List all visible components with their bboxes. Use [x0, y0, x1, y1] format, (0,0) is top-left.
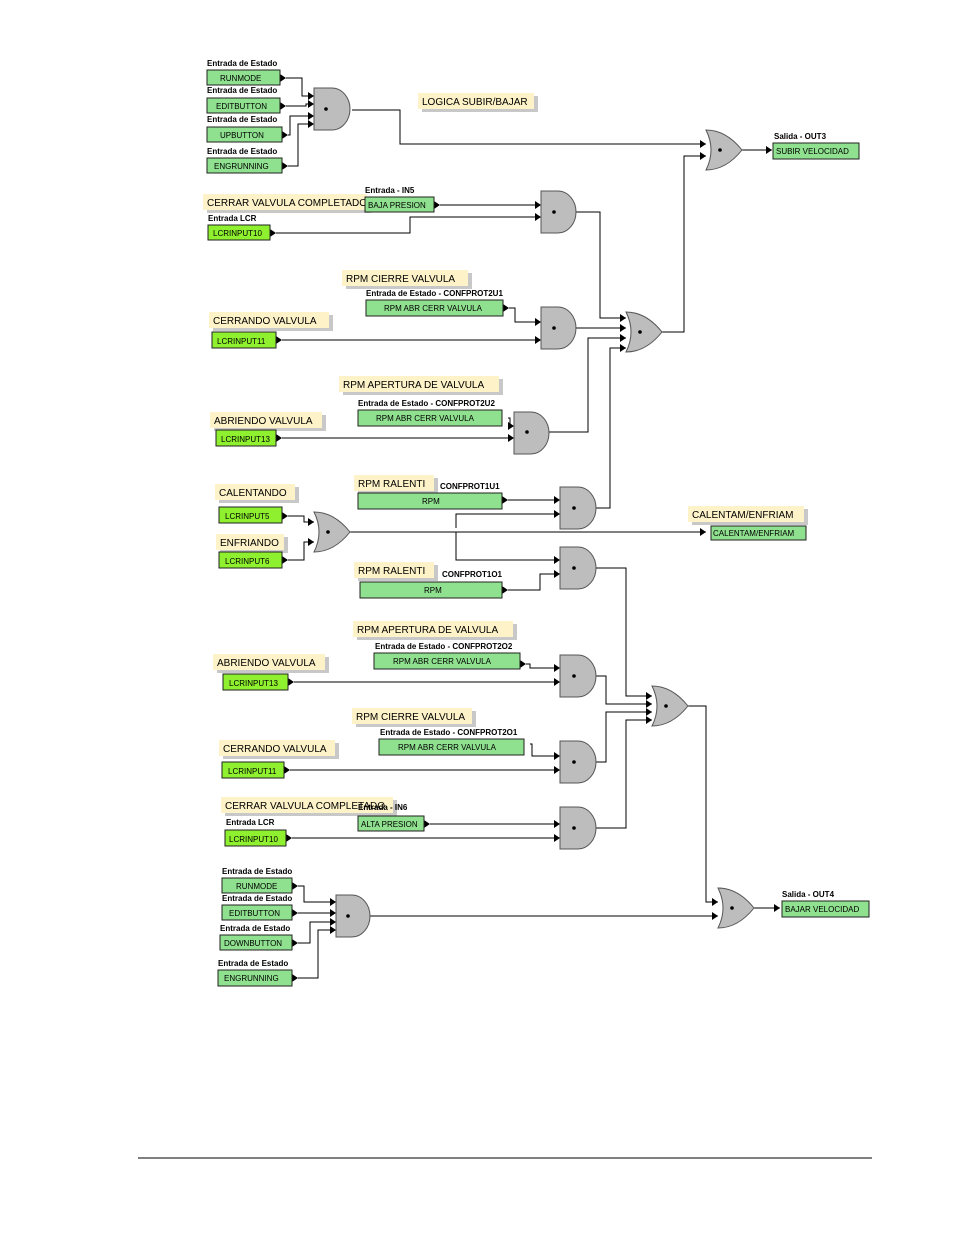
input-lcrinput11-2: LCRINPUT11	[228, 767, 277, 776]
note-rpm-apertura-1: RPM APERTURA DE VALVULA	[343, 380, 484, 391]
header-upbutton: Entrada de Estado	[207, 115, 277, 124]
header-confprot2u1: Entrada de Estado - CONFPROT2U1	[366, 289, 503, 298]
and-gate	[559, 740, 597, 784]
output-calentam-enfriam: CALENTAM/ENFRIAM	[713, 529, 795, 538]
or-gate	[705, 129, 743, 171]
input-rpm-abr-cerr-2: RPM ABR CERR VALVULA	[376, 414, 475, 423]
and-gate	[559, 806, 597, 850]
and-gate	[540, 190, 577, 234]
and-gate	[313, 87, 351, 131]
and-gate	[513, 411, 550, 455]
or-gate	[651, 685, 689, 727]
input-engrunning: ENGRUNNING	[214, 162, 269, 171]
note-abriendo-1: ABRIENDO VALVULA	[214, 416, 313, 427]
input-lcrinput10-2: LCRINPUT10	[229, 835, 278, 844]
gates	[313, 87, 755, 938]
wires	[276, 77, 780, 979]
input-rpm-1: RPM	[422, 497, 440, 506]
note-enfriando: ENFRIANDO	[220, 538, 279, 549]
header-downbutton: Entrada de Estado	[220, 924, 290, 933]
note-boxes: LOGICA SUBIR/BAJAR CERRAR VALVULA COMPLE…	[203, 93, 808, 816]
input-runmode: RUNMODE	[220, 74, 261, 83]
input-rpm-2: RPM	[424, 586, 442, 595]
header-engrunning-2: Entrada de Estado	[218, 959, 288, 968]
header-lcr-2: Entrada LCR	[226, 818, 275, 827]
header-editbutton: Entrada de Estado	[207, 86, 277, 95]
note-rpm-ralenti-1: RPM RALENTI	[358, 479, 425, 490]
input-lcrinput11-1: LCRINPUT11	[217, 337, 266, 346]
note-rpm-apertura-2: RPM APERTURA DE VALVULA	[357, 625, 498, 636]
input-rpm-abr-cerr-4: RPM ABR CERR VALVULA	[398, 743, 497, 752]
or-gate	[717, 887, 755, 929]
and-gate	[540, 306, 577, 350]
header-runmode: Entrada de Estado	[207, 59, 277, 68]
note-rpm-ralenti-2: RPM RALENTI	[358, 566, 425, 577]
and-gate	[335, 894, 371, 938]
header-runmode-2: Entrada de Estado	[222, 867, 292, 876]
input-downbutton: DOWNBUTTON	[224, 939, 282, 948]
note-calentam-enfriam: CALENTAM/ENFRIAM	[692, 510, 794, 521]
or-gate	[313, 511, 351, 553]
note-cerrando-1: CERRANDO VALVULA	[213, 316, 317, 327]
input-lcrinput13-2: LCRINPUT13	[229, 679, 278, 688]
input-rpm-abr-cerr-3: RPM ABR CERR VALVULA	[393, 657, 492, 666]
note-rpm-cierre-1: RPM CIERRE VALVULA	[346, 274, 455, 285]
header-confprot2o2: Entrada de Estado - CONFPROT2O2	[375, 642, 513, 651]
header-editbutton-2: Entrada de Estado	[222, 894, 292, 903]
header-confprot1o1: CONFPROT1O1	[442, 570, 503, 579]
header-out4: Salida - OUT4	[782, 890, 835, 899]
input-baja-presion: BAJA PRESION	[368, 201, 426, 210]
arrowheads	[270, 74, 780, 982]
note-abriendo-2: ABRIENDO VALVULA	[217, 658, 316, 669]
input-lcrinput6: LCRINPUT6	[225, 557, 270, 566]
header-out3: Salida - OUT3	[774, 132, 827, 141]
output-boxes: SUBIR VELOCIDAD BAJAR VELOCIDAD	[772, 142, 870, 918]
note-cerrar-completado-1: CERRAR VALVULA COMPLETADO	[207, 198, 367, 209]
header-confprot1u1: CONFPROT1U1	[440, 482, 500, 491]
header-in5: Entrada - IN5	[365, 186, 415, 195]
or-gate	[625, 311, 663, 353]
input-alta-presion: ALTA PRESION	[361, 820, 418, 829]
input-editbutton-2: EDITBUTTON	[229, 909, 280, 918]
input-upbutton: UPBUTTON	[220, 131, 264, 140]
input-engrunning-2: ENGRUNNING	[224, 974, 279, 983]
and-gate	[559, 654, 597, 698]
header-lcr-1: Entrada LCR	[208, 214, 257, 223]
output-bajar-velocidad: BAJAR VELOCIDAD	[785, 905, 859, 914]
input-boxes: RUNMODE EDITBUTTON UPBUTTON ENGRUNNING B…	[206, 69, 807, 987]
note-rpm-cierre-2: RPM CIERRE VALVULA	[356, 712, 465, 723]
and-gate	[559, 546, 597, 590]
note-cerrando-2: CERRANDO VALVULA	[223, 744, 327, 755]
note-calentando: CALENTANDO	[219, 488, 287, 499]
note-cerrar-completado-2: CERRAR VALVULA COMPLETADO	[225, 801, 385, 812]
input-runmode-2: RUNMODE	[236, 882, 277, 891]
header-in6: Entrada - IN6	[358, 803, 408, 812]
input-lcrinput13-1: LCRINPUT13	[221, 435, 270, 444]
input-lcrinput10: LCRINPUT10	[213, 229, 262, 238]
header-confprot2o1: Entrada de Estado - CONFPROT2O1	[380, 728, 518, 737]
header-confprot2u2: Entrada de Estado - CONFPROT2U2	[358, 399, 495, 408]
input-editbutton: EDITBUTTON	[216, 102, 267, 111]
output-subir-velocidad: SUBIR VELOCIDAD	[776, 147, 849, 156]
header-engrunning: Entrada de Estado	[207, 147, 277, 156]
input-rpm-abr-cerr-1: RPM ABR CERR VALVULA	[384, 304, 483, 313]
input-lcrinput5: LCRINPUT5	[225, 512, 270, 521]
header-labels: Entrada de Estado Entrada de Estado Entr…	[207, 59, 835, 968]
logic-title: LOGICA SUBIR/BAJAR	[422, 97, 528, 108]
and-gate	[559, 486, 597, 530]
